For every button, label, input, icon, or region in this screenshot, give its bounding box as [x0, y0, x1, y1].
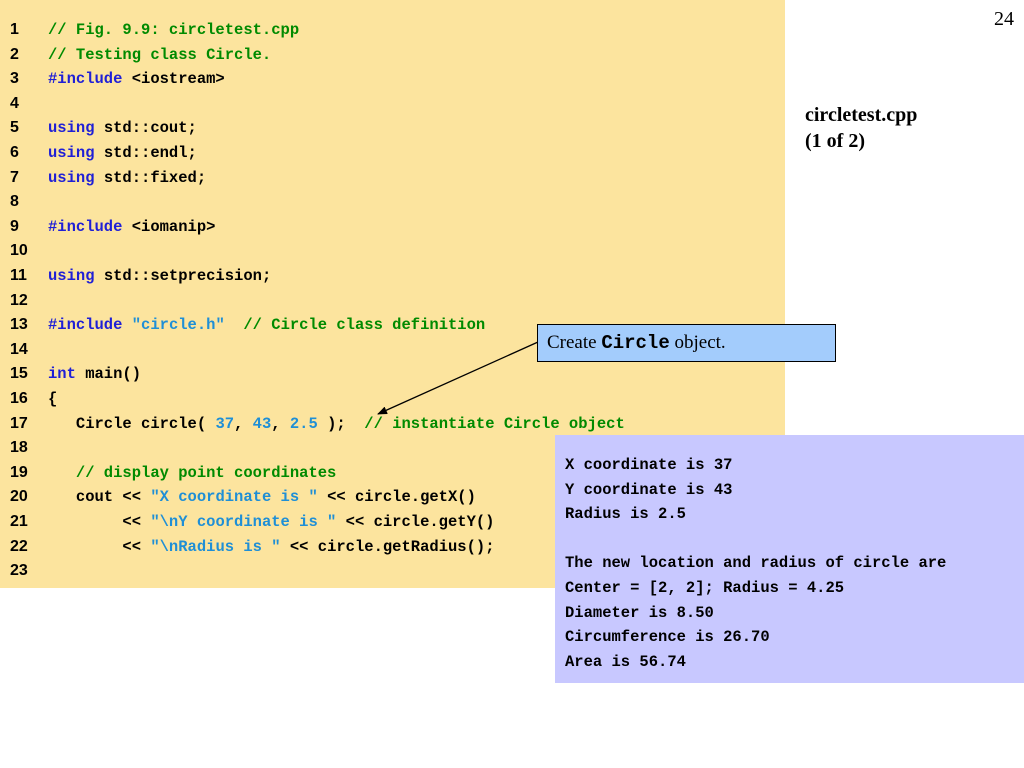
line-number: 20: [10, 488, 28, 506]
line-number: 7: [10, 168, 19, 186]
page-number: 24: [994, 8, 1014, 30]
code-token-comment: // Fig. 9.9: circletest.cpp: [48, 21, 300, 39]
code-token-plain: std::setprecision;: [94, 267, 272, 285]
file-caption-name: circletest.cpp: [805, 104, 918, 126]
code-text: using std::fixed;: [48, 166, 206, 190]
line-number: 14: [10, 340, 28, 358]
callout-code-word: Circle: [601, 332, 670, 354]
code-token-keyword: #include: [48, 316, 123, 335]
code-token-plain: std::cout;: [94, 119, 197, 138]
code-text: // Fig. 9.9: circletest.cpp: [48, 18, 299, 42]
code-token-keyword: int: [48, 365, 76, 384]
output-line: Diameter is 8.50: [565, 603, 714, 622]
line-number: 17: [10, 414, 28, 432]
code-text: #include <iostream>: [48, 67, 225, 91]
line-number: 15: [10, 365, 28, 383]
output-line: Y coordinate is 43: [565, 480, 733, 499]
output-line: Area is 56.74: [565, 652, 686, 671]
code-token-plain: main(): [75, 365, 142, 384]
line-number: 5: [10, 119, 19, 137]
line-number: 10: [10, 242, 28, 260]
code-token-plain: {: [48, 390, 58, 408]
code-text: int main(): [48, 362, 141, 386]
code-token-number: 2.5: [289, 414, 318, 433]
line-number: 23: [10, 562, 28, 580]
line-number: 21: [10, 513, 28, 530]
code-text: Circle circle( 37, 43, 2.5 ); // instant…: [48, 412, 625, 436]
line-number: 16: [10, 390, 28, 407]
code-token-plain: <iostream>: [122, 70, 225, 89]
code-token-plain: std::endl;: [94, 144, 197, 162]
code-token-string: "X coordinate is ": [150, 488, 318, 507]
code-token-plain: <<: [48, 513, 151, 531]
code-token-keyword: #include: [48, 70, 123, 89]
code-token-keyword: using: [48, 144, 95, 162]
line-number: 4: [10, 94, 19, 112]
code-token-keyword: #include: [48, 217, 123, 236]
callout-suffix: object.: [669, 332, 726, 353]
line-number: 9: [10, 217, 19, 235]
code-token-plain: );: [317, 414, 365, 433]
program-output-panel: X coordinate is 37 Y coordinate is 43 Radi…: [555, 435, 1024, 683]
line-number: 2: [10, 45, 19, 63]
code-text: {: [48, 387, 57, 411]
callout-create-circle: Create Circle object.: [537, 324, 836, 362]
code-text: << "\nRadius is " << circle.getRadius();: [48, 535, 495, 559]
code-token-comment: // instantiate Circle object: [364, 414, 625, 433]
code-token-string: "\nY coordinate is ": [150, 513, 337, 531]
code-token-plain: << circle.getX(): [317, 488, 476, 507]
code-token-plain: ,: [271, 414, 290, 433]
line-number: 12: [10, 291, 28, 309]
code-token-comment: // Testing class Circle.: [48, 45, 272, 64]
code-text: using std::setprecision;: [48, 264, 271, 288]
code-text: using std::cout;: [48, 116, 197, 140]
code-text: #include <iomanip>: [48, 215, 215, 239]
code-token-plain: << circle.getRadius();: [280, 537, 495, 556]
code-token-comment: // display point coordinates: [75, 463, 337, 482]
output-line: Center = [2, 2]; Radius = 4.25: [565, 579, 845, 597]
file-caption-part: (1 of 2): [805, 130, 865, 152]
code-token-string: "circle.h": [131, 316, 225, 335]
code-token-number: 37: [215, 414, 235, 433]
code-token-number: 43: [252, 414, 272, 433]
code-text: cout << "X coordinate is " << circle.get…: [48, 485, 476, 509]
code-token-keyword: using: [48, 119, 95, 138]
code-token-plain: << circle.getY(): [336, 513, 495, 531]
code-token-plain: <iomanip>: [122, 217, 216, 236]
output-line: X coordinate is 37: [565, 456, 733, 474]
code-listing-panel: 1 // Fig. 9.9: circletest.cpp 2 // Testing …: [0, 0, 785, 588]
code-token-string: "\nRadius is ": [150, 537, 281, 556]
code-text: #include "circle.h" // Circle class defi…: [48, 313, 485, 337]
code-token-plain: Circle circle(: [48, 414, 216, 433]
code-token-keyword: using: [48, 168, 95, 187]
file-caption: circletest.cpp (1 of 2): [805, 102, 917, 154]
line-number: 11: [10, 267, 27, 284]
code-token-plain: cout <<: [48, 488, 151, 507]
output-line: The new location and radius of circle ar…: [565, 554, 947, 573]
code-text: << "\nY coordinate is " << circle.getY(): [48, 510, 495, 534]
output-line: Radius is 2.5: [565, 505, 686, 524]
output-line: Circumference is 26.70: [565, 628, 770, 647]
line-number: 22: [10, 537, 28, 555]
line-number: 18: [10, 439, 28, 457]
code-token-keyword: using: [48, 267, 95, 285]
code-text: // display point coordinates: [48, 461, 336, 485]
callout-prefix: Create: [547, 332, 602, 353]
code-token-plain: <<: [48, 537, 151, 556]
code-token-plain: std::fixed;: [94, 168, 207, 187]
line-number: 1: [10, 21, 19, 38]
code-text: using std::endl;: [48, 141, 197, 165]
line-number: 13: [10, 316, 28, 334]
line-number: 19: [10, 463, 28, 481]
line-number: 3: [10, 70, 19, 88]
code-token-plain: ,: [234, 414, 253, 433]
code-text: // Testing class Circle.: [48, 43, 271, 67]
line-number: 6: [10, 144, 19, 161]
code-token-comment: // Circle class definition: [243, 316, 486, 335]
line-number: 8: [10, 193, 19, 211]
